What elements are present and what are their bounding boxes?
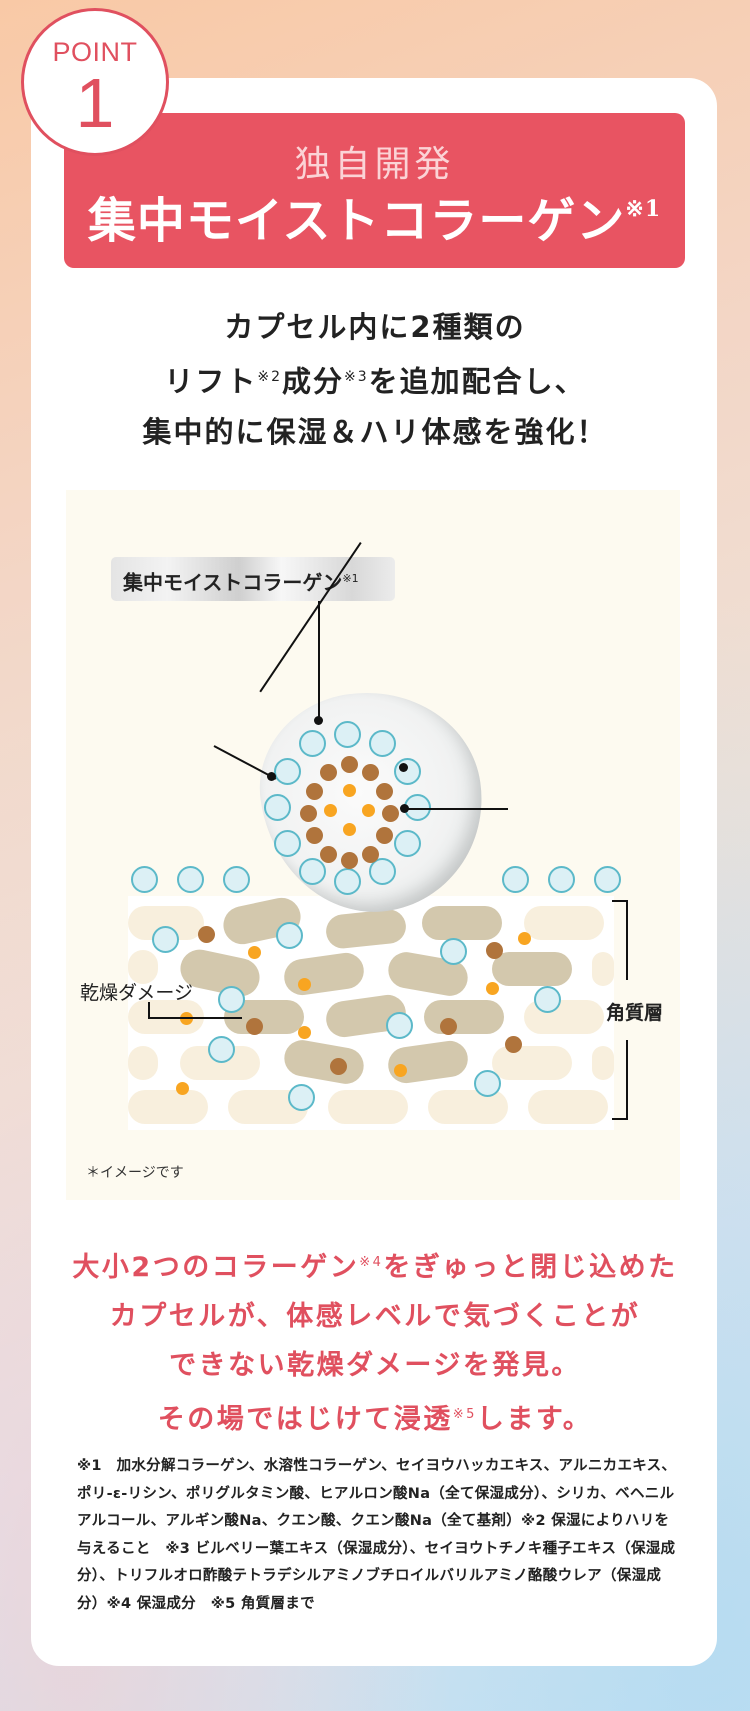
point-number: 1 [75,64,115,142]
desc-note-4: ※4 [359,1255,384,1270]
title-main: 集中モイストコラーゲン※1 [64,181,685,251]
desc-line-4b: します。 [476,1404,593,1435]
leader-dot [399,763,408,772]
moisture-particle [594,866,621,893]
lead-line-3: 集中的に保湿＆ハリ体感を強化！ [142,414,608,449]
desc-line-1a: 大小2つのコラーゲン [72,1252,360,1283]
desc-line-3: できない乾燥ダメージを発見。 [169,1350,581,1381]
leader-dot [267,772,276,781]
description-text: 大小2つのコラーゲン※4をぎゅっと閉じ込めた カプセルが、体感レベルで気づくこと… [0,1238,750,1444]
bracket-line [148,1002,150,1019]
lead-line-1: カプセル内に2種類の [224,310,526,344]
lead-note-2: ※2 [257,369,282,385]
bracket-line [148,1017,242,1019]
point-label: POINT [52,37,138,67]
lead-line-2c: を追加配合し、 [368,364,586,399]
desc-line-4a: その場ではじけて浸透 [157,1404,453,1435]
lead-text: カプセル内に2種類の リフト※2成分※3を追加配合し、 集中的に保湿＆ハリ体感を… [0,302,750,457]
capsule-label-note: ※1 [342,572,359,585]
title-sub: 独自開発 [294,144,455,185]
title-main-text: 集中モイストコラーゲン [87,193,626,249]
lead-line-2: リフト※2成分※3を追加配合し、 [0,352,750,407]
footnotes: ※1 加水分解コラーゲン、水溶性コラーゲン、セイヨウハッカエキス、アルニカエキス… [77,1458,677,1612]
moisture-particle [548,866,575,893]
moisture-particle [223,866,250,893]
stratum-corneum [128,894,614,1130]
leader-dot [314,716,323,725]
layer-bracket [612,1118,628,1120]
moisture-particle [177,866,204,893]
moisture-particle [131,866,158,893]
desc-line-2: カプセルが、体感レベルで気づくことが [109,1301,641,1332]
lead-line-2b: 成分 [281,364,344,399]
title-banner: 独自開発 集中モイストコラーゲン※1 [64,113,685,268]
leader-line [404,808,508,810]
desc-line-1: 大小2つのコラーゲン※4をぎゅっと閉じ込めた [0,1238,750,1292]
desc-line-4: その場ではじけて浸透※5します。 [0,1390,750,1444]
moisture-particle [502,866,529,893]
stratum-corneum-label: 角質層 [606,1002,664,1024]
image-note: ＊イメージです [86,1165,184,1181]
desc-line-1b: をぎゅっと閉じ込めた [383,1252,678,1283]
dry-damage-label: 乾燥ダメージ [80,982,194,1004]
layer-bracket [626,1040,628,1120]
layer-bracket [626,900,628,980]
capsule-label: 集中モイストコラーゲン※1 [111,557,395,601]
lead-note-3: ※3 [344,369,369,385]
desc-note-5: ※5 [452,1407,477,1422]
capsule-diagram: 集中モイストコラーゲン※1 [66,490,680,1200]
lead-line-2a: リフト [164,364,258,399]
title-note: ※1 [625,196,662,222]
leader-line [318,601,320,719]
layer-bracket [612,900,628,902]
point-badge: POINT 1 [21,8,169,156]
capsule-label-text: 集中モイストコラーゲン [123,570,343,595]
